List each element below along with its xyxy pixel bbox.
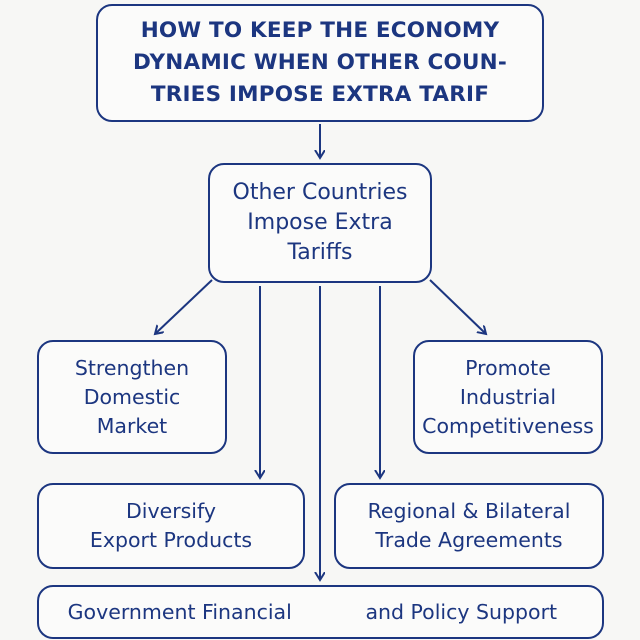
node-label: Regional & Bilateral Trade Agreements [367, 499, 571, 552]
node-label: Promote Industrial Competitiveness [422, 355, 594, 438]
node-diversify-export-products: Diversify Export Products [37, 483, 305, 569]
node-promote-industrial-competitiveness: Promote Industrial Competitiveness [413, 340, 603, 454]
diagram-title: HOW TO KEEP THE ECONOMY DYNAMIC WHEN OTH… [133, 18, 507, 107]
arrow-center-to-strengthen [155, 279, 213, 334]
node-label-left: Government Financial [67, 600, 292, 624]
node-strengthen-domestic-market: Strengthen Domestic Market [37, 340, 227, 454]
node-label-right: and Policy Support [365, 600, 558, 624]
center-node-label: Other Countries Impose Extra Tariffs [232, 180, 408, 265]
node-regional-bilateral-trade-agreements: Regional & Bilateral Trade Agreements [334, 483, 604, 569]
center-node: Other Countries Impose Extra Tariffs [208, 163, 432, 283]
title-box: HOW TO KEEP THE ECONOMY DYNAMIC WHEN OTH… [96, 4, 544, 122]
arrow-center-to-promote [429, 279, 486, 334]
node-label: Diversify Export Products [89, 499, 253, 552]
node-government-financial-policy-support: Government Financial and Policy Support [37, 585, 604, 639]
node-label: Strengthen Domestic Market [74, 355, 190, 438]
